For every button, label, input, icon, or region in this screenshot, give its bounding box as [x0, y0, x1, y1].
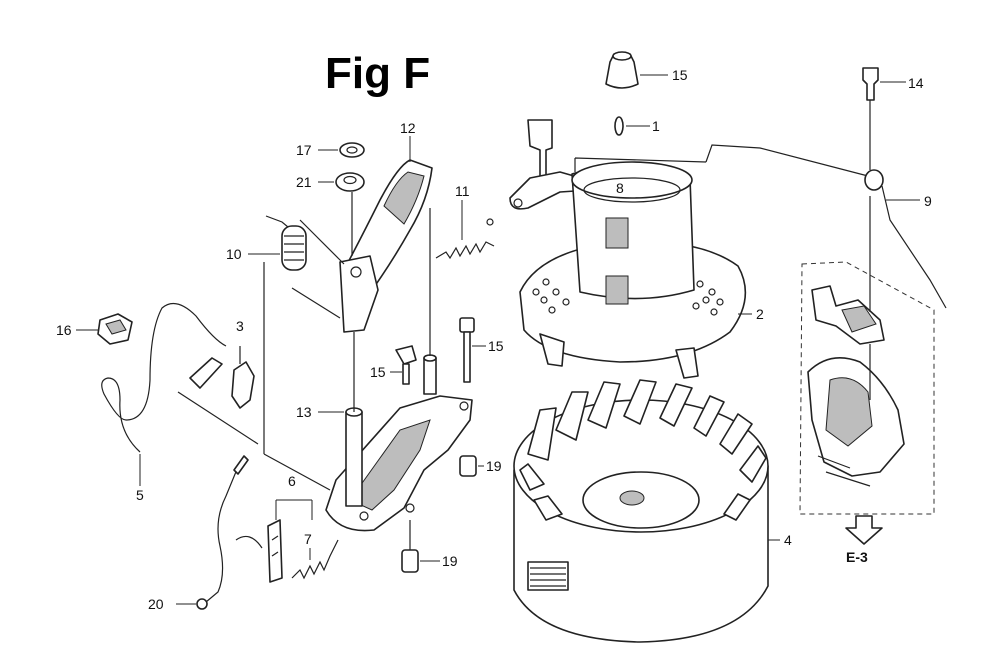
part-10-torsion-spring	[248, 215, 345, 454]
callout-5: 5	[136, 487, 144, 503]
callout-20: 20	[148, 596, 164, 612]
part-20-ground-wire	[176, 455, 263, 610]
part-19-spacer-upper	[459, 455, 484, 477]
callout-10: 10	[226, 246, 242, 262]
callout-13: 13	[296, 404, 312, 420]
callout-21: 21	[296, 174, 312, 190]
part-4-flywheel	[513, 379, 780, 643]
part-18-clip	[318, 142, 365, 158]
callout-7: 7	[304, 531, 312, 547]
part-5-wire	[101, 302, 259, 486]
part-19-spacer-lower	[401, 520, 440, 573]
reference-arrow-icon	[845, 515, 883, 545]
callout-3: 3	[236, 318, 244, 334]
callout-15-right: 15	[488, 338, 504, 354]
flywheel-magnet-window	[527, 561, 569, 591]
part-16-cap	[605, 51, 668, 89]
callout-2: 2	[756, 306, 764, 322]
callout-11: 11	[455, 183, 470, 199]
part-11-spring	[435, 200, 495, 260]
part-21-washer	[318, 172, 365, 256]
part-governor-shaft	[423, 208, 437, 395]
callout-15-left: 15	[370, 364, 386, 380]
part-17-connector	[76, 313, 133, 345]
callout-9: 9	[924, 193, 932, 209]
part-9-governor-rod	[574, 108, 947, 309]
figure-title: Fig F	[325, 49, 430, 98]
part-7-spring	[291, 539, 339, 580]
callout-1: 1	[652, 118, 660, 134]
part-2-cooling-cover	[519, 161, 752, 379]
inset-linkage-view	[799, 196, 935, 545]
callout-4: 4	[784, 532, 792, 548]
part-15-bolt-right	[459, 317, 486, 383]
callout-8: 8	[616, 180, 624, 196]
flywheel-fins	[519, 379, 767, 521]
callout-19-lower: 19	[442, 553, 458, 569]
reference-e3: E-3	[846, 549, 868, 565]
callout-19-upper: 19	[486, 458, 502, 474]
part-13-base-plate	[263, 332, 473, 532]
part-1-pin	[614, 116, 650, 136]
callout-12: 12	[400, 120, 416, 136]
callout-6: 6	[288, 473, 296, 489]
part-3-clip	[231, 346, 255, 409]
callout-14: 14	[908, 75, 924, 91]
callout-17: 16	[56, 322, 72, 338]
callout-16: 15	[672, 67, 688, 83]
part-15-bolt-left	[390, 345, 417, 385]
part-12-brake-arm	[339, 136, 433, 333]
part-6-pawl	[267, 499, 313, 583]
cover-vent-holes	[532, 278, 724, 316]
callout-labels: 15 1 14 8 9 12 11 17 21 10 16 3 2 15 15 …	[56, 67, 932, 612]
callout-18: 17	[296, 142, 312, 158]
part-14-bolt	[862, 67, 906, 108]
